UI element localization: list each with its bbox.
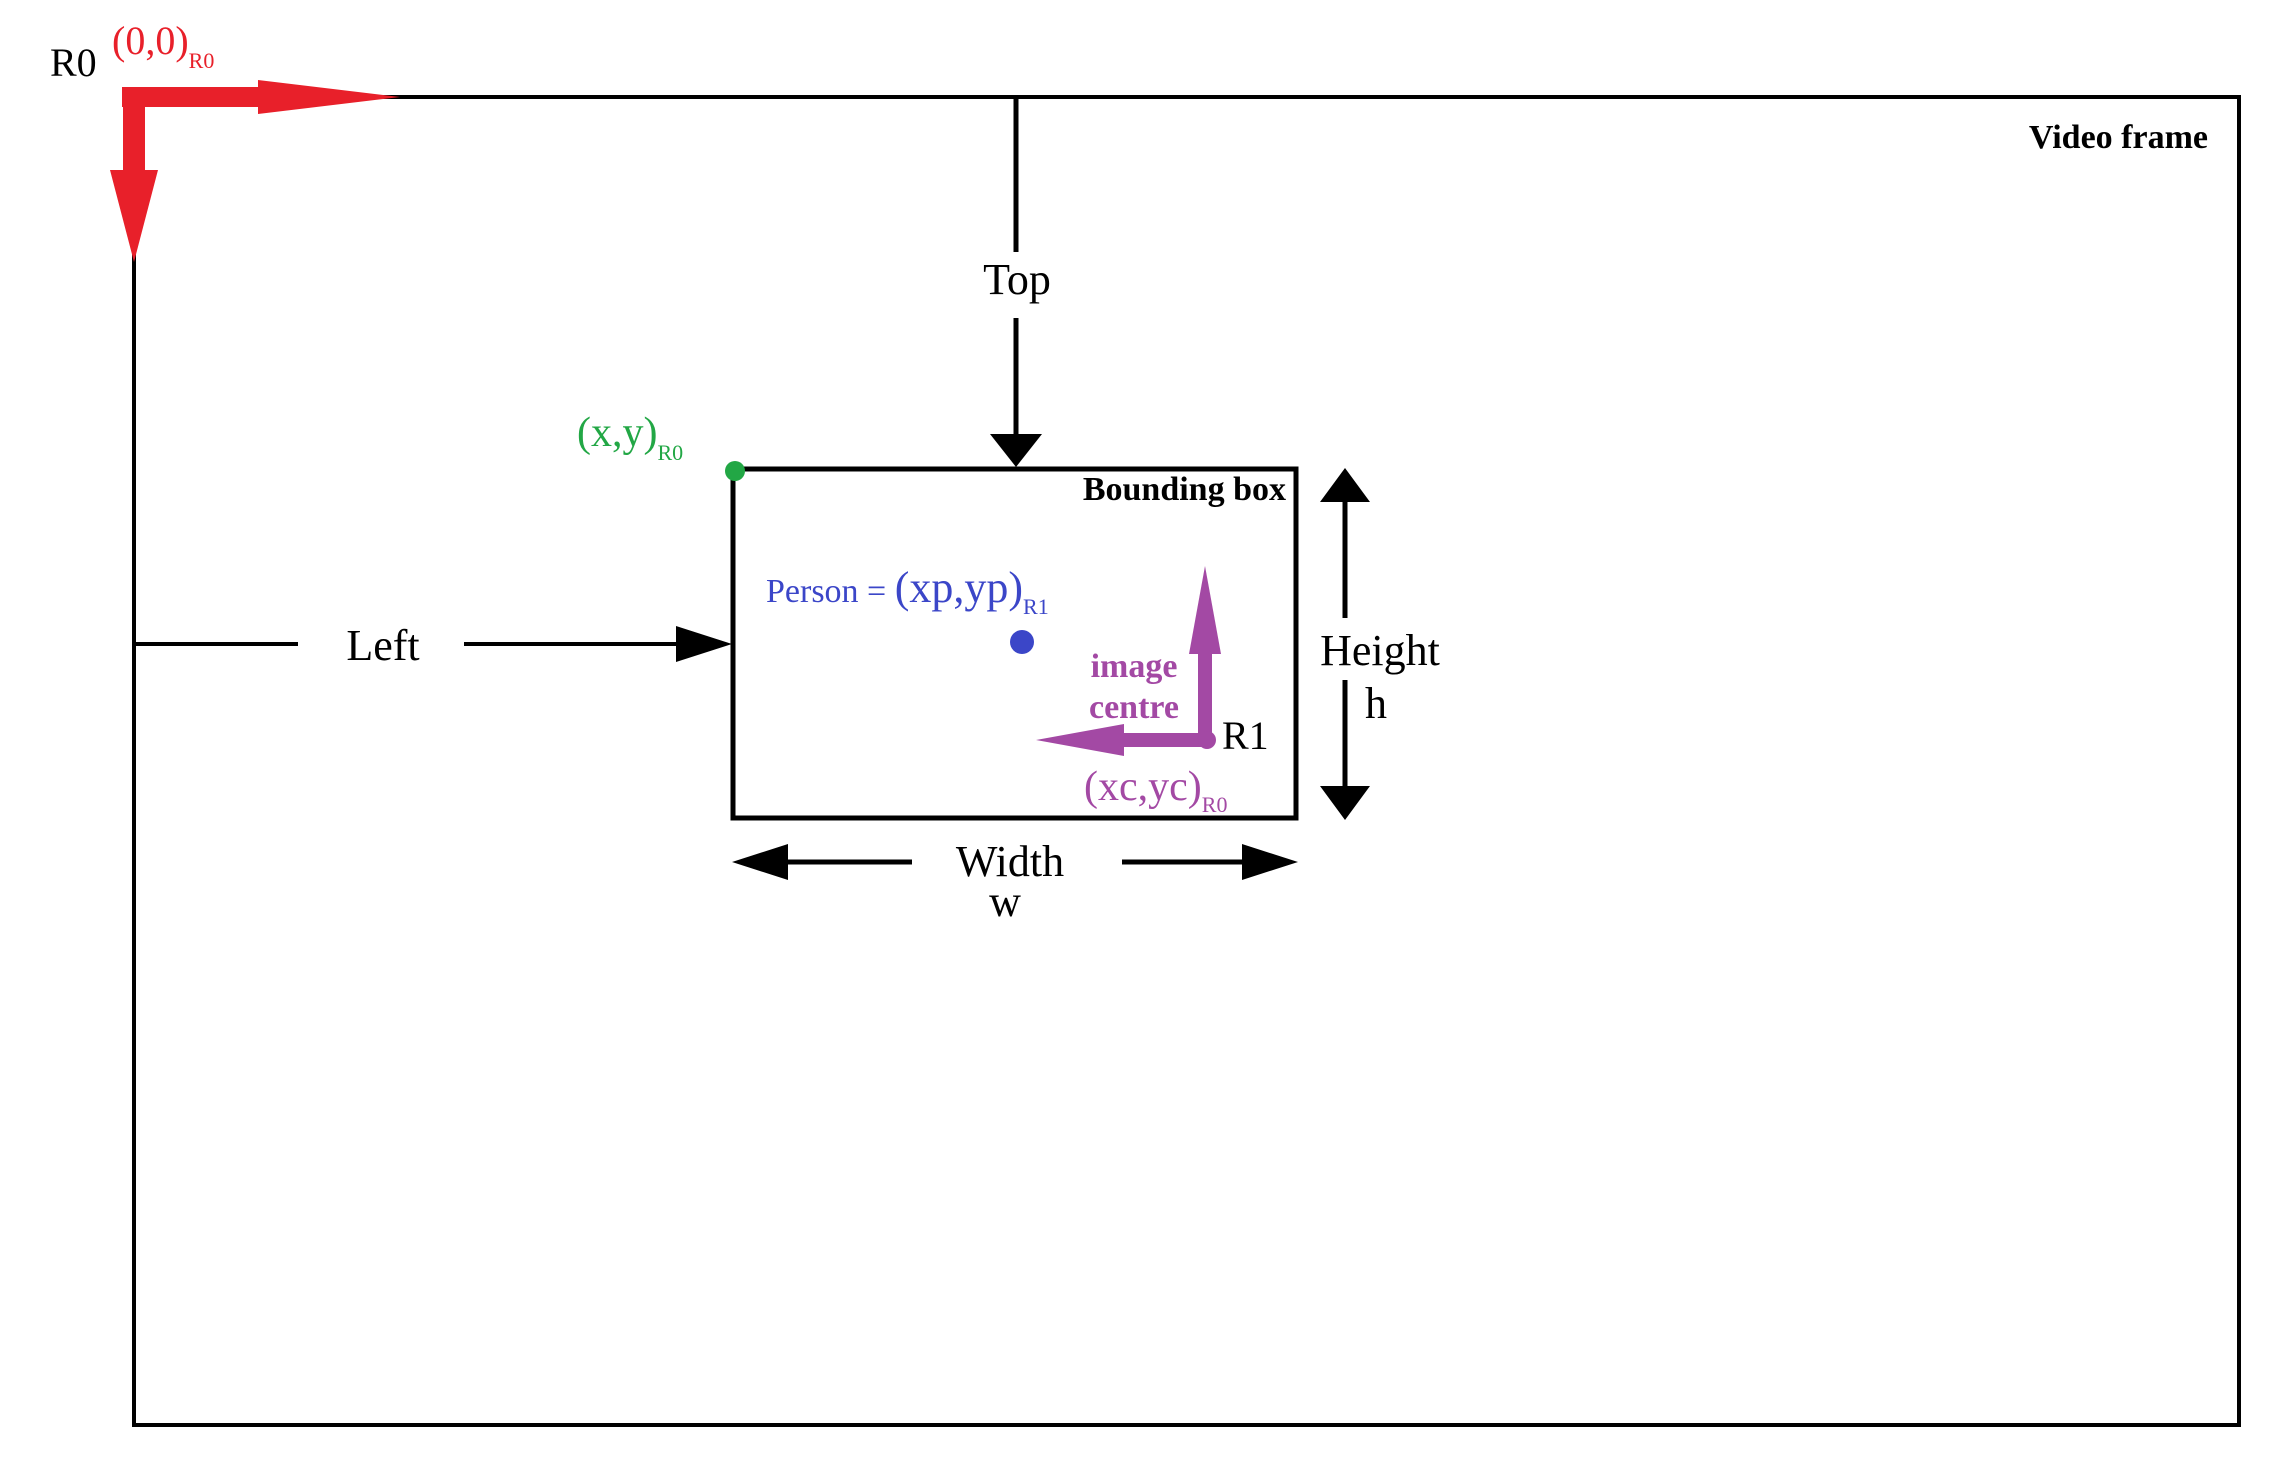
image-centre-label-1: image: [1091, 648, 1178, 685]
height-arrowhead-up: [1320, 468, 1370, 502]
height-symbol: h: [1365, 679, 1387, 728]
person-label: Person = (xp,yp)R1: [766, 563, 1049, 619]
width-symbol: w: [989, 877, 1021, 926]
corner-coords: (x,y)R0: [577, 410, 683, 465]
width-arrowhead-left: [732, 844, 788, 880]
origin-axes: [110, 80, 400, 262]
top-label: Top: [983, 255, 1051, 304]
centre-coords: (xc,yc)R0: [1084, 764, 1227, 817]
image-centre-label-2: centre: [1089, 689, 1179, 726]
left-label: Left: [346, 621, 419, 670]
origin-frame-label: R0: [50, 40, 97, 85]
bounding-box-label: Bounding box: [1083, 471, 1286, 508]
top-arrowhead: [990, 434, 1042, 467]
centre-axes: [1036, 566, 1221, 756]
origin-coords: (0,0)R0: [112, 18, 214, 73]
corner-point: [725, 461, 745, 481]
bounding-box: [730, 466, 1299, 821]
person-point: [1010, 630, 1034, 654]
height-label: Height: [1320, 626, 1440, 675]
left-arrowhead: [676, 626, 732, 662]
centre-frame-label: R1: [1222, 713, 1269, 758]
height-arrowhead-down: [1320, 786, 1370, 820]
video-frame-border: [132, 95, 2241, 1427]
width-label: Width: [956, 837, 1064, 886]
width-arrowhead-right: [1242, 844, 1298, 880]
video-frame-label: Video frame: [2029, 119, 2208, 156]
